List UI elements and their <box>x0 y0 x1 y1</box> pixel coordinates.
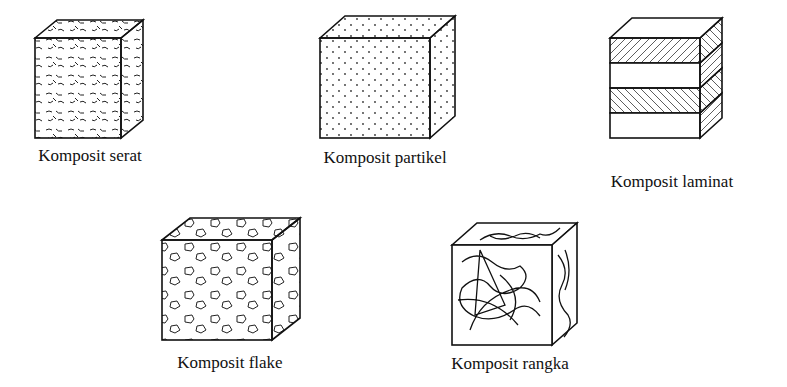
cube-skeleton <box>452 223 577 345</box>
cube-fiber <box>35 20 143 138</box>
cube-flake <box>162 218 300 340</box>
cube-particle <box>320 16 455 138</box>
caption-label: Komposit rangka <box>451 354 569 374</box>
caption-label: Komposit partikel <box>323 148 446 168</box>
caption-label: Komposit flake <box>177 353 282 373</box>
caption-label: Komposit serat <box>38 146 141 166</box>
caption-label: Komposit laminat <box>611 172 733 192</box>
cube-laminate <box>610 18 722 138</box>
